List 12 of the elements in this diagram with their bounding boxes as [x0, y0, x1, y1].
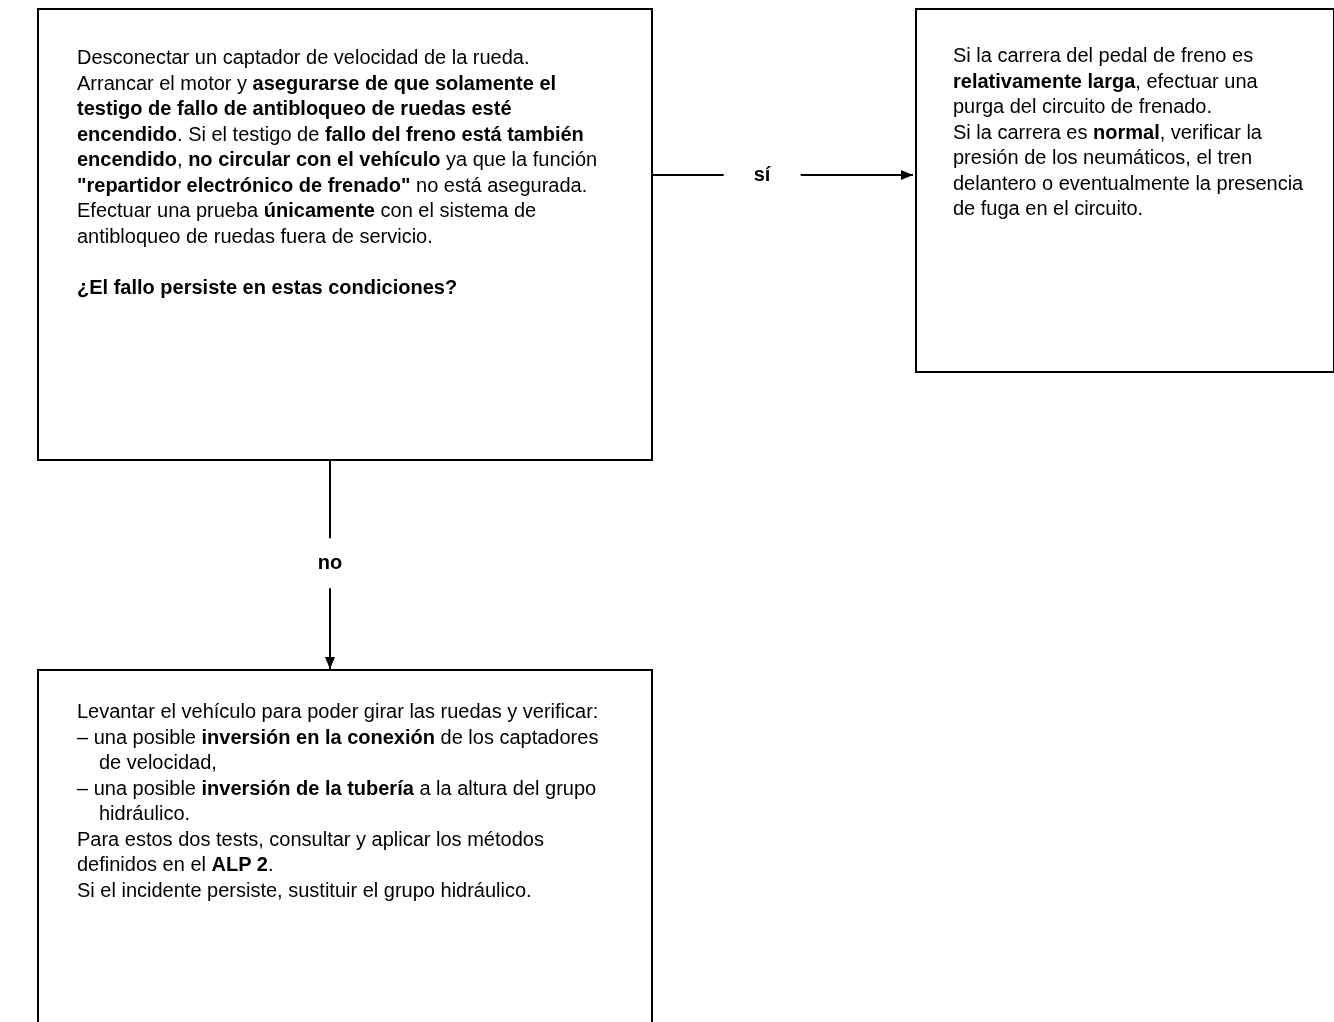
body-text: Levantar el vehículo para poder girar las ruedas y verificar: — [77, 699, 600, 724]
process-box — [915, 8, 1334, 373]
body-text: Si la carrera del pedal de freno es relativamente larga, efectuar una purga del circuito de frenado. — [953, 43, 1259, 119]
body-text: Arrancar el motor y asegurarse de que solamente el testigo de fallo de antibloqueo de ruedas esté encendido. Si el testigo de fallo del freno está también encendido, no circular con el vehículo ya que la función "repartidor electrónico de frenado" no está asegurada. Efectuar una prueba únicamente con el sistema de antibloqueo de ruedas fuera de servicio. — [77, 70, 599, 249]
body-text: Si la carrera es normal, verificar la presión de los neumáticos, el tren delantero o eventualmente la presencia de fuga en el circuito. — [953, 119, 1305, 221]
body-text: Si el incidente persiste, sustituir el grupo hidráulico. — [77, 877, 533, 903]
process-box — [37, 669, 653, 1022]
body-text: ¿El fallo persiste en estas condiciones? — [77, 274, 459, 300]
body-text: Desconectar un captador de velocidad de la rueda. — [77, 45, 531, 70]
body-text: Para estos dos tests, consultar y aplicar los métodos definidos en el ALP 2. — [77, 826, 545, 877]
body-text: – una posible inversión de la tubería a la altura del grupo hidráulico. — [77, 775, 598, 826]
decision-box — [37, 8, 653, 461]
